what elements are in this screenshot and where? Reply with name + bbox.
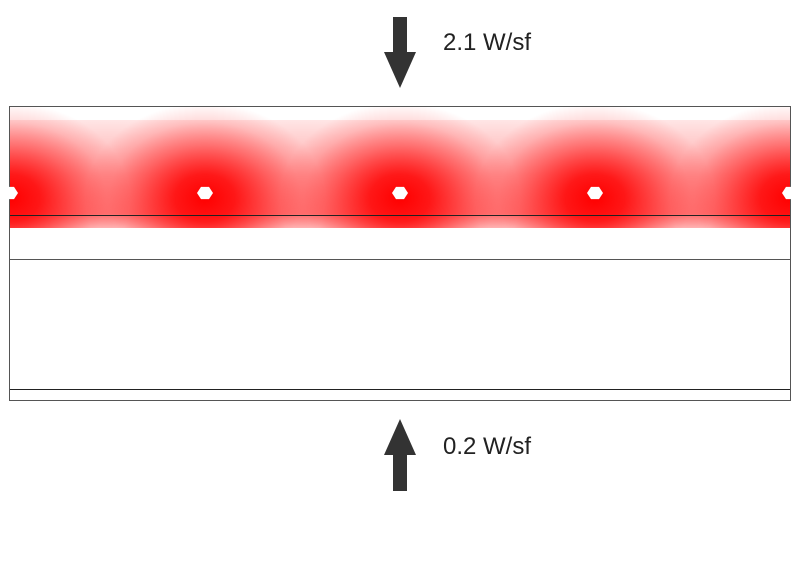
heat-glow-5 xyxy=(670,107,790,257)
heat-glow-2 xyxy=(85,107,325,257)
pipe-3 xyxy=(392,186,408,200)
pipe-1 xyxy=(2,186,18,200)
heat-glow-3 xyxy=(280,107,520,257)
heat-glow-4 xyxy=(475,107,715,257)
heat-glow xyxy=(10,107,790,257)
pipe-5 xyxy=(782,186,798,200)
top-flux-label: 2.1 W/sf xyxy=(443,29,531,56)
pipe-2 xyxy=(197,186,213,200)
arrow-down-icon xyxy=(384,17,416,88)
top-flux-indicator: 2.1 W/sf xyxy=(384,17,531,88)
bottom-flux-label: 0.2 W/sf xyxy=(443,433,531,460)
arrow-up-icon xyxy=(384,419,416,491)
heated-slab-layer xyxy=(10,107,790,257)
assembly-border xyxy=(9,106,791,401)
pipe-4 xyxy=(587,186,603,200)
assembly-outline xyxy=(9,106,791,401)
bottom-flux-indicator: 0.2 W/sf xyxy=(384,419,531,491)
